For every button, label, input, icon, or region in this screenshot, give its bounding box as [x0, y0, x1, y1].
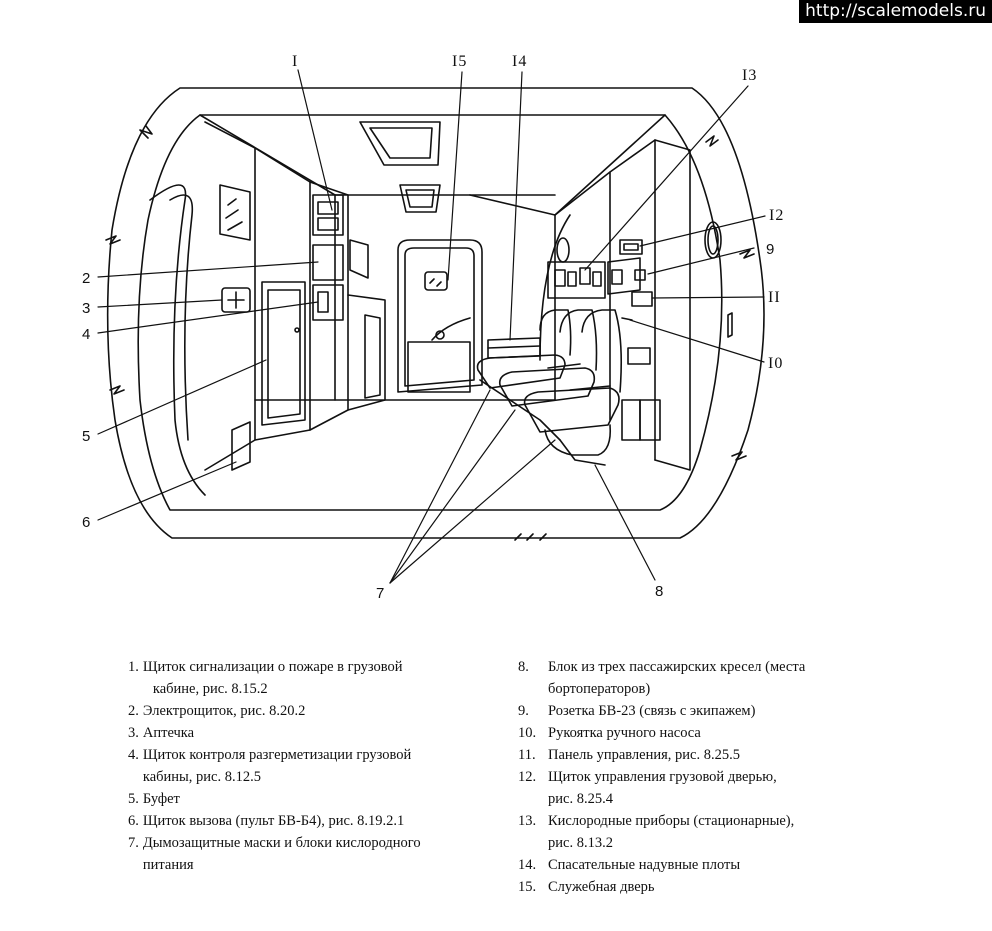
legend-num: 5. — [128, 791, 139, 807]
callout-10: I0 — [768, 355, 783, 372]
door-window — [424, 271, 448, 291]
legend-num: 4. — [128, 747, 139, 763]
callout-9: 9 — [766, 241, 774, 258]
break-mark-left — [139, 125, 153, 139]
legend-num: 6. — [128, 813, 139, 829]
service-door — [397, 239, 483, 393]
porthole-left — [556, 237, 570, 263]
callout-12: I2 — [769, 207, 784, 224]
legend-text: Рукоятка ручного насоса — [548, 725, 701, 741]
ceiling-hatch-2 — [399, 184, 441, 213]
cabinet-box — [407, 341, 471, 393]
socket-bv23 — [634, 269, 646, 281]
legend-text-cont: питания — [142, 857, 194, 873]
legend-item-2: 2. Электрощиток, рис. 8.20.2 — [128, 700, 508, 722]
legend-text: Буфет — [142, 791, 180, 807]
legend-item-6: 6. Щиток вызова (пульт БВ-Б4), рис. 8.19… — [128, 810, 508, 832]
wall-placard — [219, 184, 251, 241]
legend-num: 15. — [518, 879, 537, 895]
legend-text-cont: кабины, рис. 8.12.5 — [142, 769, 261, 785]
legend-num: 2. — [128, 703, 139, 719]
legend-num: 7. — [128, 835, 139, 851]
callout-3: 3 — [82, 300, 90, 317]
legend-item-3: 3. Аптечка — [128, 722, 508, 744]
buffet — [261, 281, 306, 426]
right-wall — [554, 171, 611, 421]
legend-text: Аптечка — [142, 725, 195, 741]
legend-text: Щиток вызова (пульт БВ-Б4), рис. 8.19.2.… — [142, 813, 405, 829]
break-mark-right — [739, 249, 755, 259]
ceiling-hatch-1 — [359, 121, 441, 166]
callout-6: 6 — [82, 514, 90, 531]
legend-text: Спасательные надувные плоты — [548, 857, 741, 873]
legend-text: Кислородные приборы (стационарные), — [548, 813, 795, 829]
callout-4: 4 — [82, 326, 90, 343]
break-mark-left-2 — [105, 235, 121, 245]
legend-text: Панель управления, рис. 8.25.5 — [548, 747, 740, 763]
legend-num: 11. — [518, 747, 536, 763]
legend-text: Электрощиток, рис. 8.20.2 — [142, 703, 306, 719]
control-panel-11 — [631, 291, 653, 307]
legend-item-1: 1. Щиток сигнализации о пожаре в грузово… — [128, 656, 508, 700]
legend-text: Щиток сигнализации о пожаре в грузовой — [142, 659, 403, 675]
callout-11: II — [768, 289, 781, 306]
legend-text: Розетка БВ-23 (связь с экипажем) — [548, 703, 756, 719]
legend-text-cont: рис. 8.25.4 — [548, 791, 613, 807]
break-mark-bottom — [514, 533, 547, 541]
callout-14: I4 — [512, 53, 527, 70]
cargo-door-panel — [619, 239, 643, 255]
callout-2: 2 — [82, 270, 90, 287]
break-mark-right-2 — [731, 451, 747, 461]
legend-item-12: 12. Щиток управления грузовой дверью, рис… — [518, 766, 918, 810]
legend-num: 13. — [518, 813, 537, 829]
legend-item-15: 15. Служебная дверь — [518, 876, 918, 898]
legend-text-cont: кабине, рис. 8.15.2 — [152, 681, 268, 697]
legend-text: Дымозащитные маски и блоки кислородного — [142, 835, 421, 851]
cabin-diagram: I I5 I4 I3 I2 9 II I0 2 3 4 5 6 7 8 — [82, 53, 784, 602]
legend-item-8: 8. Блок из трех пассажирских кресел (мес… — [518, 656, 918, 700]
legend-item-14: 14. Спасательные надувные плоты — [518, 854, 918, 876]
left-bulkhead — [204, 121, 256, 471]
legend-text: Блок из трех пассажирских кресел (места — [548, 659, 806, 675]
back-wall — [334, 194, 556, 401]
callout-13: I3 — [742, 67, 757, 84]
legend-num: 14. — [518, 857, 537, 873]
callout-5: 5 — [82, 428, 90, 445]
legend-text: Щиток управления грузовой дверью, — [548, 769, 777, 785]
legend-text-cont: рис. 8.13.2 — [548, 835, 613, 851]
seat-block — [476, 309, 623, 466]
legend-num: 9. — [518, 703, 529, 719]
door-handle — [431, 317, 471, 341]
legend-item-5: 5. Буфет — [128, 788, 508, 810]
legend-text-cont: бортоператоров) — [548, 681, 651, 697]
callout-7: 7 — [376, 585, 384, 602]
break-mark-left-3 — [109, 385, 125, 395]
callout-15: I5 — [452, 53, 467, 70]
callout-1: I — [292, 53, 298, 70]
legend-text: Щиток контроля разгерметизации грузовой — [142, 747, 412, 763]
oxygen-devices — [547, 261, 606, 299]
legend-item-13: 13. Кислородные приборы (стационарные), р… — [518, 810, 918, 854]
legend-item-10: 10. Рукоятка ручного насоса — [518, 722, 918, 744]
watermark-label: http://scalemodels.ru — [799, 0, 992, 23]
legend-item-4: 4. Щиток контроля разгерметизации грузов… — [128, 744, 508, 788]
fuselage-outline — [106, 87, 765, 539]
legend-item-11: 11. Панель управления, рис. 8.25.5 — [518, 744, 918, 766]
legend-left: 1. Щиток сигнализации о пожаре в грузово… — [128, 656, 508, 876]
call-panel — [231, 421, 251, 471]
legend-num: 10. — [518, 725, 537, 741]
legend-text: Служебная дверь — [548, 879, 655, 895]
legend-right: 8. Блок из трех пассажирских кресел (мес… — [518, 656, 918, 898]
legend-item-9: 9. Розетка БВ-23 (связь с экипажем) — [518, 700, 918, 722]
break-mark-top-right — [705, 135, 719, 147]
leader-lines — [97, 69, 766, 584]
callout-8: 8 — [655, 583, 663, 600]
legend-item-7: 7. Дымозащитные маски и блоки кислородно… — [128, 832, 508, 876]
legend-num: 3. — [128, 725, 139, 741]
legend-num: 8. — [518, 659, 529, 675]
legend-num: 12. — [518, 769, 537, 785]
legend-num: 1. — [128, 659, 139, 675]
